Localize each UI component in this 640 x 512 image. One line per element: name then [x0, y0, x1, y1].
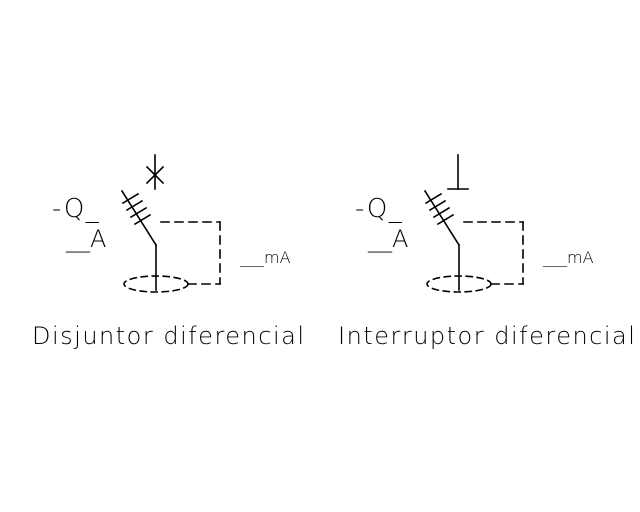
- current-label: __A: [65, 225, 106, 253]
- sensitivity-label: ___mA: [239, 248, 291, 267]
- caption-interruptor: Interruptor diferencial: [338, 322, 636, 350]
- current-transformer-icon: [426, 275, 492, 293]
- symbol-disjuntor: -Q_ __A ___mA Disjuntor diferencial: [32, 154, 306, 350]
- designation-label: -Q_: [52, 194, 100, 224]
- designation-label: -Q_: [355, 194, 403, 224]
- cross-icon: [145, 154, 165, 190]
- switch-blade: [423, 189, 461, 291]
- tee-icon: [447, 154, 469, 190]
- switch-blade: [120, 189, 158, 291]
- dashed-linkage: [463, 221, 524, 285]
- caption-disjuntor: Disjuntor diferencial: [32, 322, 306, 350]
- symbol-interruptor: -Q_ __A ___mA Interruptor diferencial: [338, 154, 636, 350]
- dashed-linkage: [160, 221, 221, 285]
- current-transformer-icon: [123, 275, 189, 293]
- current-label: __A: [367, 225, 408, 253]
- sensitivity-label: ___mA: [542, 248, 594, 267]
